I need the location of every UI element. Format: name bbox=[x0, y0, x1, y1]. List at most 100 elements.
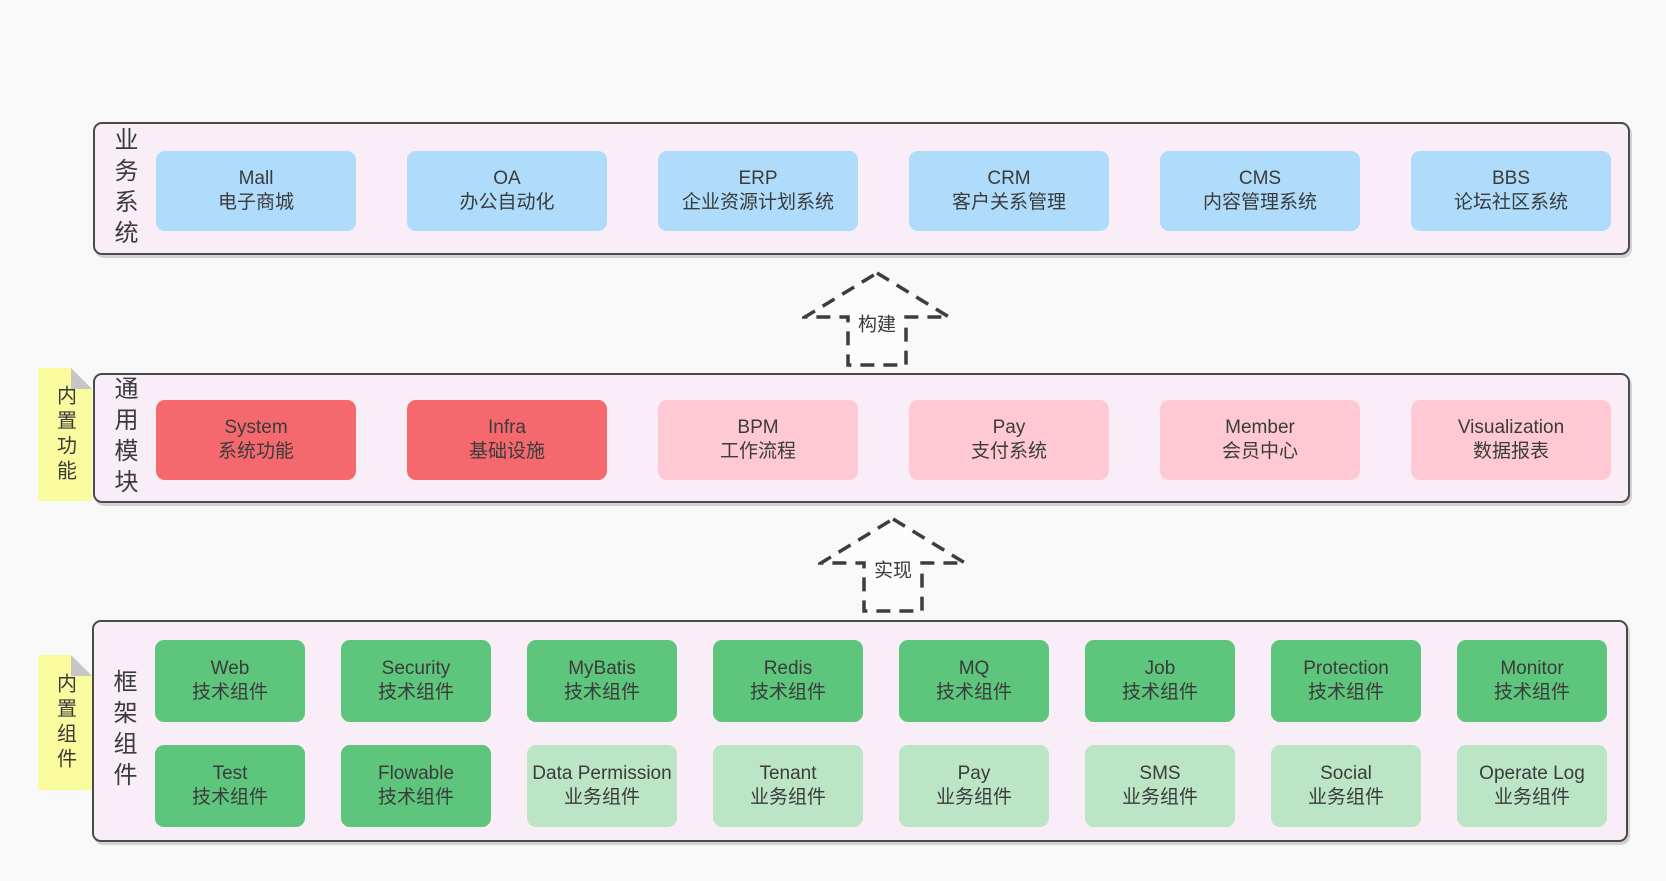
box-flowable: Flowable 技术组件 bbox=[341, 745, 491, 827]
box-title: Pay bbox=[957, 763, 991, 784]
box-title: Monitor bbox=[1500, 658, 1564, 679]
panel-framework-components: 框架组件 Web 技术组件 Security 技术组件 MyBatis 技术组件 bbox=[92, 620, 1628, 842]
box-title: BBS bbox=[1491, 168, 1531, 189]
box-test: Test 技术组件 bbox=[155, 745, 305, 827]
box-title: MyBatis bbox=[568, 658, 636, 679]
box-subtitle: 业务组件 bbox=[1493, 787, 1570, 808]
box-title: Infra bbox=[487, 417, 527, 438]
box-title: Tenant bbox=[759, 763, 817, 784]
box-member: Member 会员中心 bbox=[1160, 400, 1360, 480]
box-subtitle: 技术组件 bbox=[377, 682, 454, 703]
box-title: Data Permission bbox=[532, 763, 672, 784]
box-subtitle: 技术组件 bbox=[1493, 682, 1570, 703]
box-infra: Infra 基础设施 bbox=[407, 400, 607, 480]
box-subtitle: 电子商城 bbox=[217, 192, 294, 213]
box-title: Flowable bbox=[377, 763, 455, 784]
box-subtitle: 会员中心 bbox=[1221, 441, 1298, 462]
implement-arrow: 实现 bbox=[818, 516, 968, 616]
box-operate-log: Operate Log 业务组件 bbox=[1457, 745, 1607, 827]
panel-common-modules: 通用模块 System 系统功能 Infra 基础设施 BPM 工作流程 bbox=[93, 373, 1630, 503]
box-title: Protection bbox=[1303, 658, 1389, 679]
build-arrow: 构建 bbox=[802, 270, 952, 370]
box-sms: SMS 业务组件 bbox=[1085, 745, 1235, 827]
box-title: Social bbox=[1320, 763, 1372, 784]
box-subtitle: 业务组件 bbox=[749, 787, 826, 808]
box-protection: Protection 技术组件 bbox=[1271, 640, 1421, 722]
box-subtitle: 技术组件 bbox=[935, 682, 1012, 703]
box-title: CRM bbox=[987, 168, 1031, 189]
box-subtitle: 技术组件 bbox=[191, 682, 268, 703]
box-title: Web bbox=[210, 658, 250, 679]
framework-box-row-1: Web 技术组件 Security 技术组件 MyBatis 技术组件 Redi… bbox=[155, 640, 1607, 722]
box-title: System bbox=[224, 417, 288, 438]
sticky-note-paper bbox=[38, 655, 92, 790]
box-title: Redis bbox=[763, 658, 813, 679]
build-arrow-label: 构建 bbox=[854, 309, 900, 337]
box-title: Visualization bbox=[1457, 417, 1565, 438]
box-subtitle: 技术组件 bbox=[749, 682, 826, 703]
box-tenant: Tenant 业务组件 bbox=[713, 745, 863, 827]
panel-business-label: 业务系统 bbox=[110, 126, 137, 251]
box-monitor: Monitor 技术组件 bbox=[1457, 640, 1607, 722]
box-subtitle: 基础设施 bbox=[468, 441, 545, 462]
box-subtitle: 业务组件 bbox=[935, 787, 1012, 808]
box-subtitle: 技术组件 bbox=[377, 787, 454, 808]
box-subtitle: 技术组件 bbox=[563, 682, 640, 703]
box-subtitle: 系统功能 bbox=[217, 441, 294, 462]
box-subtitle: 内容管理系统 bbox=[1202, 192, 1317, 213]
box-title: BPM bbox=[737, 417, 779, 438]
box-title: SMS bbox=[1139, 763, 1181, 784]
panel-modules-label: 通用模块 bbox=[110, 376, 137, 500]
box-subtitle: 技术组件 bbox=[1121, 682, 1198, 703]
box-title: Mall bbox=[238, 168, 274, 189]
modules-box-row: System 系统功能 Infra 基础设施 BPM 工作流程 Pay 支付系统 bbox=[156, 400, 1611, 480]
box-crm: CRM 客户关系管理 bbox=[909, 151, 1109, 231]
box-data-permission: Data Permission 业务组件 bbox=[527, 745, 677, 827]
box-subtitle: 技术组件 bbox=[1307, 682, 1384, 703]
panel-framework-label: 框架组件 bbox=[109, 669, 136, 793]
box-security: Security 技术组件 bbox=[341, 640, 491, 722]
box-redis: Redis 技术组件 bbox=[713, 640, 863, 722]
box-title: Test bbox=[212, 763, 248, 784]
box-pay: Pay 业务组件 bbox=[899, 745, 1049, 827]
box-title: Security bbox=[381, 658, 451, 679]
box-bpm: BPM 工作流程 bbox=[658, 400, 858, 480]
box-title: Pay bbox=[992, 417, 1026, 438]
box-mq: MQ 技术组件 bbox=[899, 640, 1049, 722]
box-oa: OA 办公自动化 bbox=[407, 151, 607, 231]
box-subtitle: 论坛社区系统 bbox=[1453, 192, 1568, 213]
box-social: Social 业务组件 bbox=[1271, 745, 1421, 827]
box-pay: Pay 支付系统 bbox=[909, 400, 1109, 480]
implement-arrow-label: 实现 bbox=[870, 555, 916, 583]
sticky-note-builtin-functions: 内置功能 bbox=[38, 368, 92, 501]
box-title: ERP bbox=[738, 168, 778, 189]
box-title: MQ bbox=[958, 658, 990, 679]
box-visualization: Visualization 数据报表 bbox=[1411, 400, 1611, 480]
box-system: System 系统功能 bbox=[156, 400, 356, 480]
box-subtitle: 业务组件 bbox=[1307, 787, 1384, 808]
box-subtitle: 企业资源计划系统 bbox=[681, 192, 834, 213]
box-title: Job bbox=[1144, 658, 1176, 679]
box-web: Web 技术组件 bbox=[155, 640, 305, 722]
business-box-row: Mall 电子商城 OA 办公自动化 ERP 企业资源计划系统 CRM 客户关系… bbox=[156, 151, 1611, 231]
sticky-note-label: 内置组件 bbox=[53, 672, 76, 773]
box-title: Member bbox=[1225, 417, 1295, 438]
sticky-note-builtin-components: 内置组件 bbox=[38, 655, 92, 790]
box-subtitle: 技术组件 bbox=[191, 787, 268, 808]
box-subtitle: 业务组件 bbox=[563, 787, 640, 808]
box-title: OA bbox=[493, 168, 521, 189]
panel-business-systems: 业务系统 Mall 电子商城 OA 办公自动化 ERP 企业资源计划系统 bbox=[93, 122, 1630, 255]
box-subtitle: 工作流程 bbox=[719, 441, 796, 462]
sticky-note-paper bbox=[38, 368, 92, 501]
box-subtitle: 办公自动化 bbox=[459, 192, 555, 213]
framework-box-row-2: Test 技术组件 Flowable 技术组件 Data Permission … bbox=[155, 745, 1607, 827]
box-bbs: BBS 论坛社区系统 bbox=[1411, 151, 1611, 231]
box-subtitle: 支付系统 bbox=[970, 441, 1047, 462]
box-title: CMS bbox=[1238, 168, 1282, 189]
box-mybatis: MyBatis 技术组件 bbox=[527, 640, 677, 722]
box-subtitle: 数据报表 bbox=[1472, 441, 1549, 462]
box-subtitle: 业务组件 bbox=[1121, 787, 1198, 808]
sticky-note-label: 内置功能 bbox=[53, 384, 76, 485]
box-subtitle: 客户关系管理 bbox=[951, 192, 1066, 213]
